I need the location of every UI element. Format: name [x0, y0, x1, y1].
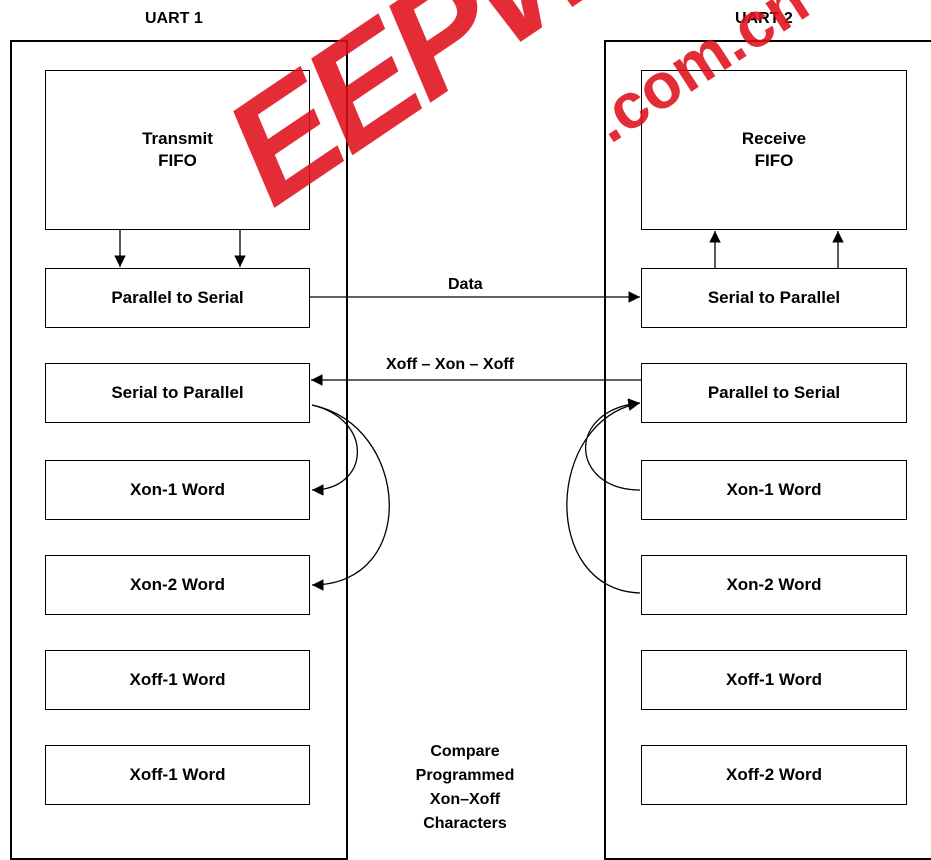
uart2-receive-fifo: Receive FIFO: [641, 70, 907, 230]
uart2-xon1-word: Xon-1 Word: [641, 460, 907, 520]
uart2-curve-xon2: [566, 399, 641, 594]
uart2-title: UART 2: [735, 10, 793, 27]
connector-layer: [114, 230, 844, 594]
uart2-xoff2-word: Xoff-2 Word: [641, 745, 907, 805]
data-label: Data: [448, 276, 483, 293]
uart1-xon2-word: Xon-2 Word: [45, 555, 310, 615]
uart1-xoff1-word-a: Xoff-1 Word: [45, 650, 310, 710]
flow-control-label: Xoff – Xon – Xoff: [386, 356, 514, 373]
uart1-parallel-to-serial: Parallel to Serial: [45, 268, 310, 328]
uart1-xon1-word: Xon-1 Word: [45, 460, 310, 520]
compare-text: Compare Programmed Xon–Xoff Characters: [415, 743, 515, 832]
uart1-xoff1-word-b: Xoff-1 Word: [45, 745, 310, 805]
uart1-transmit-fifo: Transmit FIFO: [45, 70, 310, 230]
uart1-title: UART 1: [145, 10, 203, 27]
uart1-curve-xon1: [311, 404, 359, 496]
uart2-xon2-word: Xon-2 Word: [641, 555, 907, 615]
uart2-curve-xon1: [584, 398, 641, 491]
uart2-parallel-to-serial: Parallel to Serial: [641, 363, 907, 423]
uart1-serial-to-parallel: Serial to Parallel: [45, 363, 310, 423]
uart2-xoff1-word: Xoff-1 Word: [641, 650, 907, 710]
uart2-serial-to-parallel: Serial to Parallel: [641, 268, 907, 328]
uart1-curve-xon2: [311, 404, 390, 591]
